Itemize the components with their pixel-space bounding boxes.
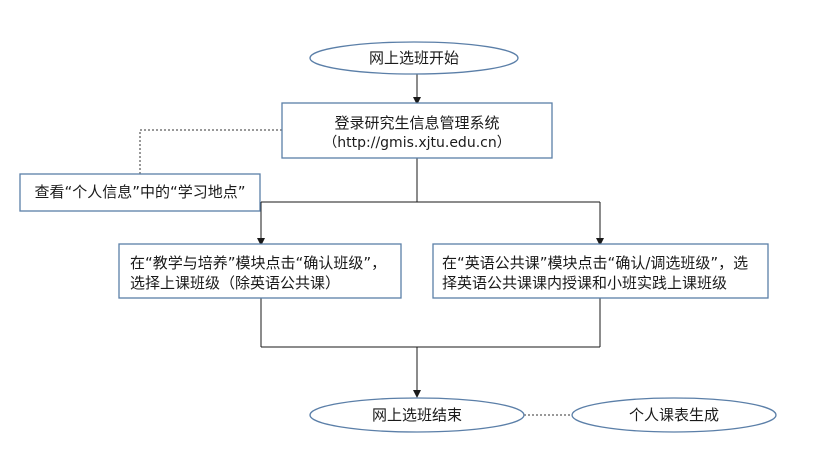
right-branch-line1: 在“英语公共课”模块点击“确认/调选班级”，选 (442, 254, 748, 272)
check-location-node: 查看“个人信息”中的“学习地点” (19, 173, 261, 212)
timetable-node: 个人课表生成 (571, 397, 777, 433)
check-location-label: 查看“个人信息”中的“学习地点” (34, 183, 245, 201)
connectors (139, 73, 604, 416)
right-branch-line2: 择英语公共课课内授课和小班实践上课班级 (442, 274, 727, 292)
left-branch-line2: 选择上课班级（除英语公共课） (130, 274, 340, 292)
start-label: 网上选班开始 (369, 49, 459, 67)
login-label-line2: （http://gmis.xjtu.edu.cn） (323, 135, 510, 151)
dotted-connector-check-location (139, 129, 282, 174)
start-node: 网上选班开始 (309, 41, 519, 75)
login-label-line1: 登录研究生信息管理系统 (334, 114, 499, 132)
left-branch-line1: 在“教学与培养”模块点击“确认班级”， (130, 254, 386, 272)
end-node: 网上选班结束 (309, 397, 525, 433)
left-branch-node: 在“教学与培养”模块点击“确认班级”， 选择上课班级（除英语公共课） (118, 243, 402, 299)
timetable-label: 个人课表生成 (629, 406, 719, 424)
login-node: 登录研究生信息管理系统 （http://gmis.xjtu.edu.cn） (281, 102, 553, 159)
right-branch-node: 在“英语公共课”模块点击“确认/调选班级”，选 择英语公共课课内授课和小班实践上… (432, 243, 769, 299)
end-label: 网上选班结束 (372, 406, 462, 424)
